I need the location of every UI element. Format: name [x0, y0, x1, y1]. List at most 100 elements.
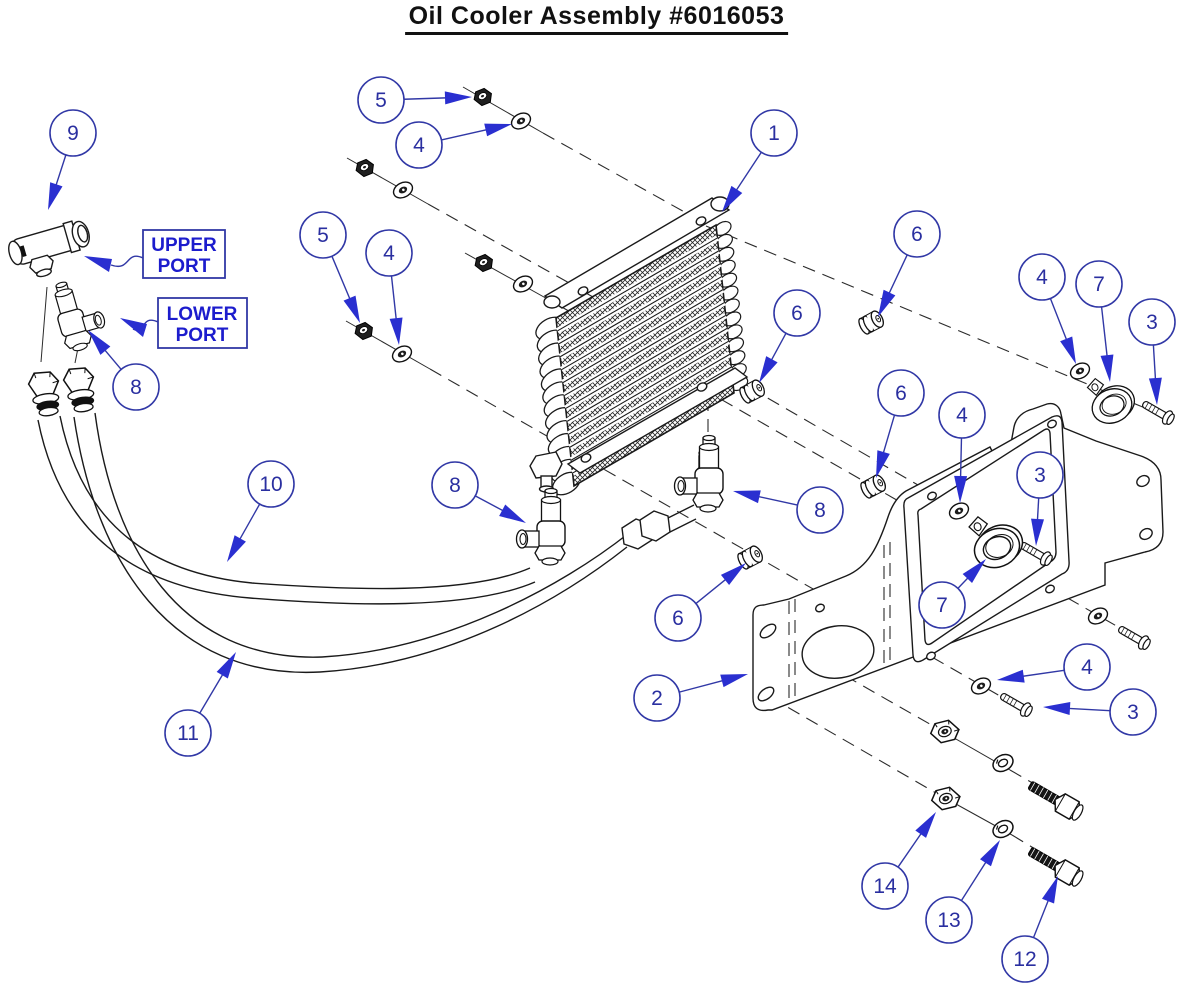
svg-text:2: 2 [651, 687, 663, 710]
page-title: Oil Cooler Assembly #6016053 [404, 2, 789, 35]
callout-11: 11 [164, 652, 236, 757]
upper-port-text-line2: PORT [158, 256, 211, 277]
callout-4: 4 [365, 229, 413, 345]
callout-6: 6 [876, 369, 925, 478]
svg-text:1: 1 [768, 122, 780, 145]
svg-text:6: 6 [895, 382, 907, 405]
svg-text:7: 7 [936, 594, 948, 617]
callout-4: 4 [938, 391, 986, 503]
svg-text:14: 14 [873, 875, 897, 898]
bracket-oval-hole [801, 625, 875, 679]
callout-2: 2 [633, 674, 748, 722]
callout-9: 9 [48, 109, 97, 210]
bracket-frame-hole [1045, 584, 1055, 594]
svg-text:4: 4 [383, 242, 395, 265]
callout-14: 14 [861, 812, 936, 910]
clamp-part7 [1080, 367, 1141, 430]
screw-part3 [997, 688, 1036, 720]
callout-8: 8 [733, 486, 844, 534]
bracket-small-hole [815, 603, 825, 613]
elbow-fitting-mid-right [673, 434, 724, 513]
callout-6: 6 [878, 210, 941, 317]
nut-part5 [351, 319, 377, 343]
washer-part4 [968, 674, 994, 698]
washer-part4 [510, 272, 536, 296]
hose-end-fitting [61, 365, 99, 415]
cooler-bottom-plate [566, 367, 749, 474]
svg-text:3: 3 [1127, 701, 1139, 724]
callout-6: 6 [759, 289, 821, 383]
callout-8: 8 [88, 330, 160, 411]
washer-part4 [389, 342, 415, 366]
callout-5: 5 [299, 211, 360, 323]
callout-3: 3 [1043, 688, 1157, 736]
oil-cooler-core [529, 196, 749, 496]
callout-6: 6 [654, 563, 746, 642]
svg-text:8: 8 [814, 499, 826, 522]
svg-text:8: 8 [449, 474, 461, 497]
washer-part4 [1085, 604, 1111, 628]
lockwasher-part13 [989, 816, 1017, 842]
bracket-frame-hole [927, 491, 937, 501]
svg-text:4: 4 [1081, 656, 1093, 679]
svg-text:4: 4 [956, 404, 968, 427]
nut-part14 [928, 783, 964, 814]
svg-text:8: 8 [130, 376, 142, 399]
svg-text:3: 3 [1034, 464, 1046, 487]
washer-part4 [390, 178, 416, 202]
callout-4: 4 [1018, 253, 1076, 364]
svg-text:13: 13 [937, 909, 960, 932]
svg-text:3: 3 [1146, 311, 1158, 334]
nut-part5 [352, 156, 378, 180]
screw-part3 [1115, 621, 1154, 653]
bracket-ear-hole [1136, 474, 1150, 488]
svg-text:10: 10 [259, 473, 282, 496]
callout-5: 5 [357, 76, 472, 124]
svg-text:4: 4 [413, 134, 425, 157]
bracket-flange-slot [759, 623, 777, 639]
bracket-ear-hole [1139, 527, 1153, 541]
svg-text:7: 7 [1093, 273, 1105, 296]
callout-7: 7 [1075, 260, 1123, 382]
svg-text:6: 6 [672, 607, 684, 630]
svg-text:4: 4 [1036, 266, 1048, 289]
nut-part5 [471, 251, 497, 275]
svg-text:5: 5 [317, 224, 329, 247]
upper-port-label: UPPER PORT [84, 229, 226, 279]
svg-text:5: 5 [375, 89, 387, 112]
callout-3: 3 [1016, 451, 1064, 546]
grommet-part6 [858, 472, 889, 501]
callout-8: 8 [431, 461, 526, 523]
callout-7: 7 [918, 559, 986, 629]
svg-text:6: 6 [791, 302, 803, 325]
hose-end-fitting [26, 369, 64, 419]
cooler-top-plate [543, 196, 731, 309]
svg-text:11: 11 [177, 722, 199, 745]
callout-13: 13 [925, 840, 1000, 944]
svg-text:9: 9 [67, 122, 79, 145]
lower-port-text-line1: LOWER [167, 304, 238, 325]
callout-10: 10 [227, 460, 295, 562]
svg-text:6: 6 [911, 223, 923, 246]
nut-part14 [927, 716, 963, 747]
callout-4: 4 [997, 643, 1111, 691]
nut-part5 [470, 85, 496, 109]
elbow-fitting-mid-left [515, 487, 566, 566]
hose-lower [73, 412, 630, 673]
bolt-part12 [1024, 775, 1087, 824]
bracket-frame-hole [926, 651, 936, 661]
grommet-part6 [856, 308, 887, 337]
hose-coupling [621, 504, 697, 550]
callout-1: 1 [722, 109, 798, 212]
callout-3: 3 [1128, 298, 1176, 405]
callout-4: 4 [395, 121, 512, 169]
upper-port-text-line1: UPPER [151, 235, 217, 256]
callout-12: 12 [1001, 876, 1058, 983]
bracket-flange-slot [757, 686, 775, 702]
lower-port-text-line2: PORT [176, 325, 229, 346]
svg-text:12: 12 [1013, 948, 1036, 971]
elbow-fitting-upper-port [8, 220, 90, 278]
